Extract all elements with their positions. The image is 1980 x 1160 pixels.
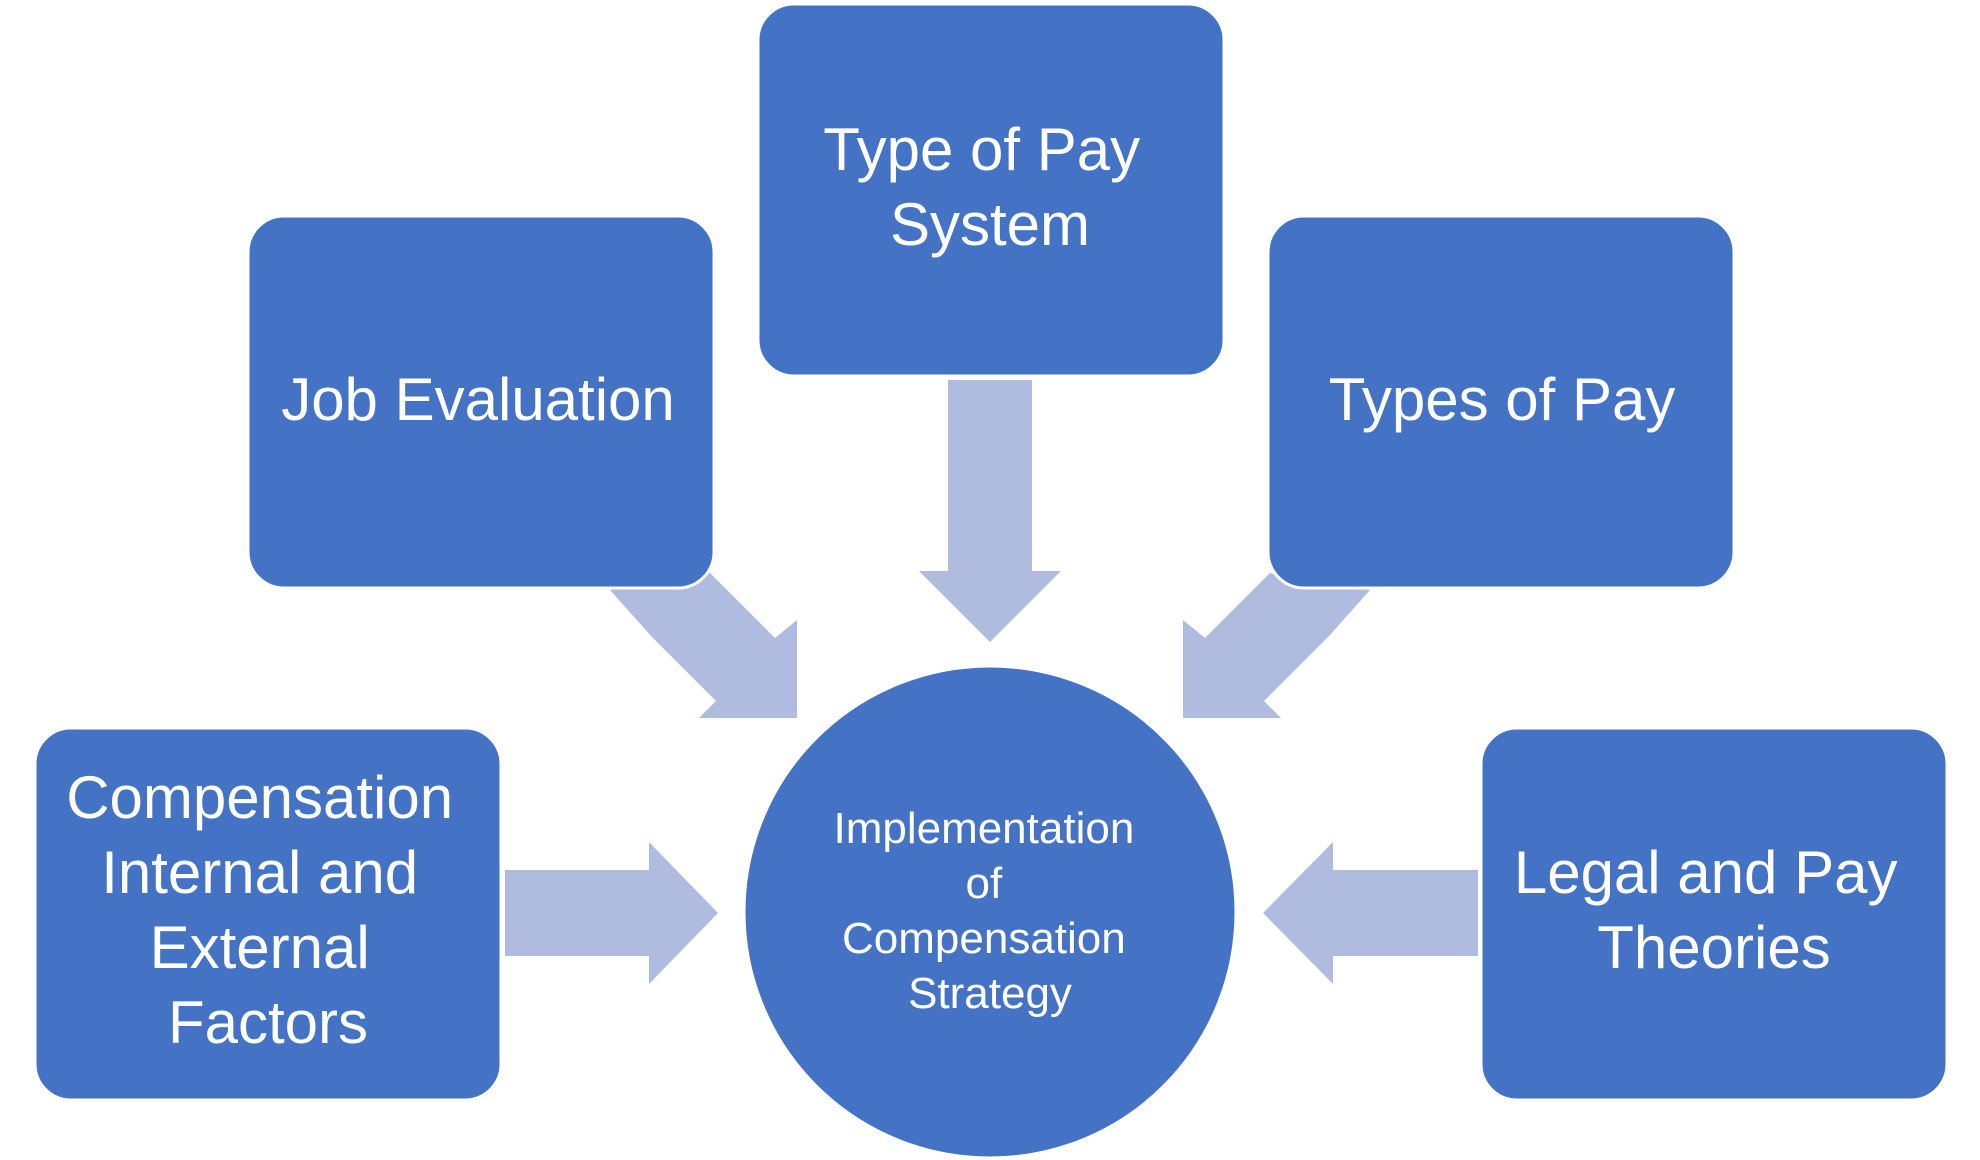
node-legal-and-pay-theories-line-1: Legal and Pay (1514, 839, 1898, 906)
labels: Type of Pay System Job Evaluation Types … (66, 116, 1914, 1056)
node-legal-and-pay-theories-box (1479, 726, 1949, 1102)
node-type-of-pay-system-label: Type of Pay System (823, 116, 1157, 258)
node-type-of-pay-system-line-1: Type of Pay (823, 116, 1140, 183)
center-circle (742, 664, 1238, 1160)
node-types-of-pay-box (1266, 214, 1736, 590)
center-label: Implementation of Compensation Strategy (833, 804, 1146, 1018)
arrow-from-types-of-pay (1183, 573, 1370, 718)
node-legal-and-pay-theories-line-2: Theories (1597, 914, 1830, 981)
center-line-2: of (966, 859, 1003, 908)
arrow-from-job-evaluation (610, 573, 797, 718)
center-line-1: Implementation (833, 804, 1134, 853)
node-legal-and-pay-theories-label: Legal and Pay Theories (1514, 839, 1914, 981)
node-job-evaluation-line-1: Job Evaluation (281, 366, 675, 433)
center-line-4: Strategy (908, 969, 1072, 1018)
node-types-of-pay-line-1: Types of Pay (1329, 366, 1676, 433)
arrow-from-compensation-factors (505, 842, 718, 984)
node-compensation-factors-line-2: Internal and (101, 839, 418, 906)
node-type-of-pay-system-box (756, 2, 1226, 378)
arrows (505, 380, 1478, 984)
node-compensation-factors-label: Compensation Internal and External Facto… (66, 764, 470, 1056)
node-compensation-factors-line-4: Factors (168, 989, 368, 1056)
node-compensation-factors-box (33, 726, 503, 1102)
arrow-from-legal-and-pay-theories (1263, 842, 1478, 984)
arrow-down-from-type-of-pay-system (919, 380, 1061, 642)
node-compensation-factors-line-3: External (150, 914, 370, 981)
node-types-of-pay-label: Types of Pay (1329, 366, 1676, 433)
node-type-of-pay-system-line-2: System (890, 191, 1090, 258)
nodes (33, 2, 1949, 1160)
node-job-evaluation-box (246, 214, 716, 590)
center-line-3: Compensation (842, 914, 1126, 963)
node-job-evaluation-label: Job Evaluation (281, 366, 675, 433)
node-compensation-factors-line-1: Compensation (66, 764, 453, 831)
